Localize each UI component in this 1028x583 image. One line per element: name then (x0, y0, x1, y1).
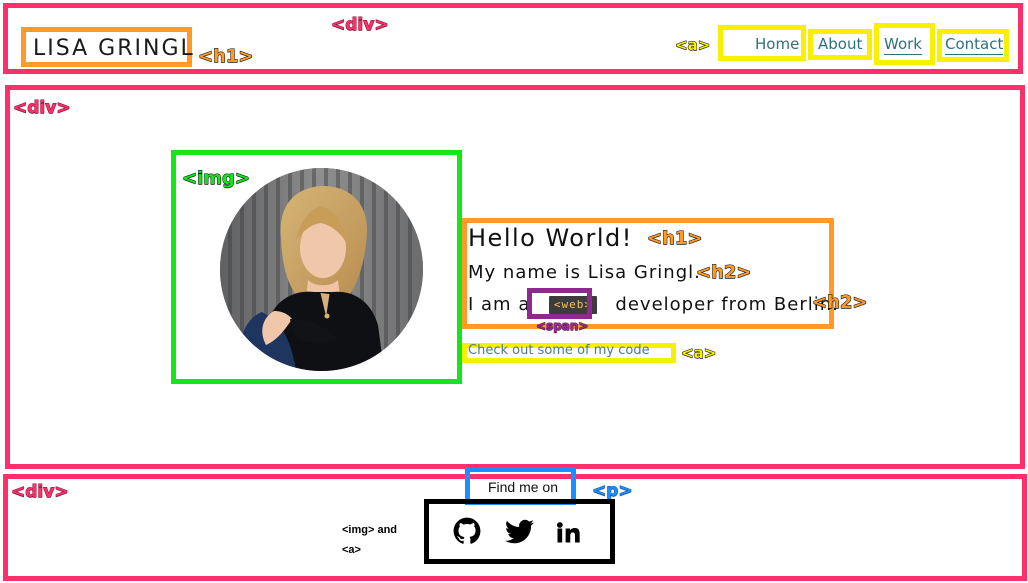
hero-intro-tag: <h2> (696, 262, 753, 283)
code-link[interactable]: Check out some of my code (468, 343, 650, 358)
nav-home-outline (718, 25, 806, 61)
code-link-tag: <a> (680, 344, 717, 362)
site-title: LISA GRINGL (33, 36, 195, 61)
hero-title-tag: <h1> (647, 228, 704, 249)
header-div-outline (3, 3, 1023, 74)
nav-link-tag: <a> (674, 36, 711, 54)
developer-prefix: I am a (468, 294, 531, 315)
main-div-outline (5, 85, 1025, 469)
site-title-outline (21, 27, 192, 67)
profile-image-tag: <img> (182, 168, 251, 189)
main-div-tag: <div> (13, 98, 72, 118)
web-span-outline (527, 288, 592, 319)
social-links-outline (424, 499, 615, 564)
header-div-tag: <div> (331, 15, 390, 35)
find-me-text: Find me on (487, 479, 559, 495)
social-links-tag-line2: <a> (342, 544, 361, 556)
hero-text-outline (462, 218, 834, 329)
site-title-tag: <h1> (198, 46, 255, 67)
hero-developer-line: I am a <web> developer from Berlin. (468, 294, 839, 315)
web-span-tag: <span> (535, 319, 589, 333)
nav-home-link[interactable]: Home (755, 35, 800, 53)
footer-div-outline (3, 474, 1027, 581)
twitter-icon[interactable] (504, 516, 534, 546)
developer-suffix: developer from Berlin. (615, 294, 839, 315)
linkedin-icon[interactable] (553, 517, 583, 547)
nav-about-link[interactable]: About (818, 35, 863, 53)
nav-about-outline (808, 29, 872, 60)
footer-div-tag: <div> (11, 482, 70, 502)
nav-work-link[interactable]: Work (884, 35, 922, 55)
hero-developer-tag: <h2> (812, 292, 869, 313)
profile-image-outline (171, 150, 462, 384)
web-code-span: <web> (548, 296, 597, 314)
social-links-tag-line1: <img> and (342, 524, 398, 536)
hero-title: Hello World! (468, 224, 633, 252)
find-me-tag: <p> (592, 481, 634, 501)
nav-contact-link[interactable]: Contact (945, 35, 1004, 55)
nav-work-outline (874, 23, 935, 65)
nav-contact-outline (937, 29, 1009, 62)
github-icon[interactable] (452, 516, 482, 546)
code-link-outline (462, 343, 676, 363)
profile-photo (220, 168, 423, 371)
hero-intro: My name is Lisa Gringl. (468, 262, 701, 283)
